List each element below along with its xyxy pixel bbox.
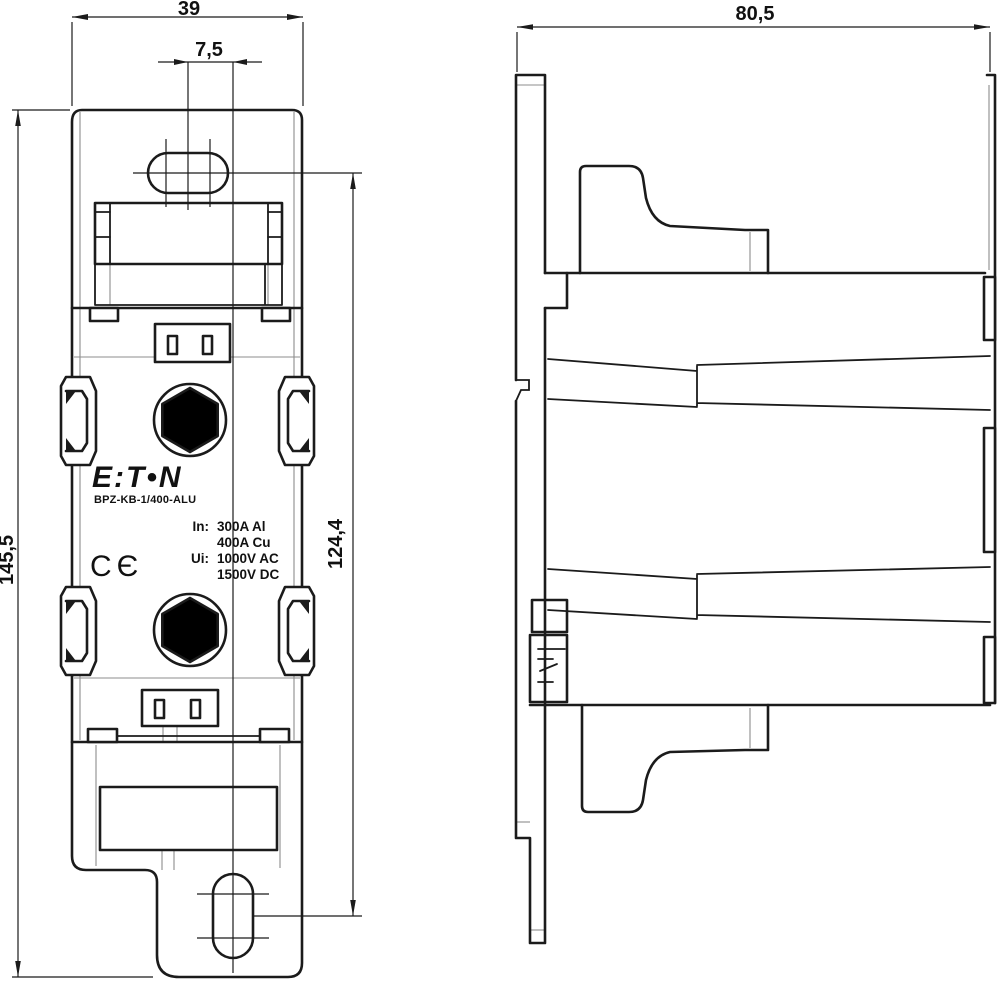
dim-line-depth	[516, 26, 991, 72]
clip-wedge-ul-1	[66, 391, 76, 404]
front-foot-top-left	[88, 306, 120, 323]
front-hex-bolt-upper-circle	[152, 382, 228, 458]
side-rib-upper	[982, 275, 997, 342]
side-din-hook-notch	[515, 379, 530, 402]
model-number-text: BPZ-KB-1/400-ALU	[94, 494, 196, 506]
side-mounting-plate	[514, 73, 547, 945]
dim-overall-height-label: 145,5	[0, 535, 18, 585]
clip-wedge-ur-1	[299, 391, 309, 404]
ce-mark-text: CЄ	[90, 550, 143, 583]
rating-ui-label: Ui:	[191, 551, 209, 566]
dim-line-front-width	[71, 16, 304, 106]
front-foot-bottom-left	[86, 727, 119, 744]
arrow-width-left	[72, 14, 88, 20]
clip-wedge-lr-2	[299, 648, 309, 661]
rating-in-label: In:	[193, 519, 210, 534]
front-terminal-slot-top-2	[201, 334, 214, 356]
front-clip-upper-left-inner	[64, 389, 89, 453]
clip-wedge-ul-2	[66, 438, 76, 451]
rating-in-value-1: 300A Al	[217, 519, 266, 534]
arrow-height-top	[15, 110, 21, 126]
side-plate-step-block	[543, 271, 569, 310]
side-right-wall	[985, 73, 997, 705]
front-view	[59, 108, 316, 979]
clip-wedge-lr-1	[299, 601, 309, 614]
side-din-spring-block	[528, 633, 569, 704]
front-clip-lower-right-inner	[286, 599, 311, 663]
medium-detail-lines	[61, 202, 991, 737]
front-terminal-slot-bottom-1	[153, 698, 166, 720]
front-hex-bolt-lower-hex	[161, 596, 219, 664]
clip-wedge-ll-2	[66, 648, 76, 661]
arrow-depth-left	[517, 24, 533, 30]
drawing-text: 39 7,5 145,5 124,4 80,5 E:T•N BPZ-KB-1/4…	[0, 0, 774, 585]
rating-in-value-2: 400A Cu	[217, 535, 271, 550]
side-din-clip-block	[530, 598, 569, 634]
side-bottom-clamp-profile	[580, 703, 770, 814]
rating-ui-value-1: 1000V AC	[217, 551, 279, 566]
dim-slot-offset-label: 7,5	[195, 39, 223, 61]
front-hex-bolt-lower-circle	[152, 592, 228, 668]
front-clip-lower-left-inner	[64, 599, 89, 663]
front-clamp-band-bottom	[94, 263, 283, 306]
arrow-depth-right	[974, 24, 990, 30]
front-fuse-clamp-top	[93, 201, 284, 266]
arrow-offset-left	[174, 59, 188, 65]
front-foot-top-right	[260, 306, 292, 323]
front-hex-bolt-upper-hex	[161, 386, 219, 454]
arrow-distance-top	[350, 173, 356, 189]
side-band2-lines	[547, 566, 991, 623]
arrow-width-right	[287, 14, 303, 20]
side-view	[514, 73, 997, 945]
clip-wedge-ll-1	[66, 601, 76, 614]
brand-logo-text: E:T•N	[92, 461, 183, 494]
dim-front-width-label: 39	[178, 0, 200, 20]
arrow-height-bottom	[15, 961, 21, 977]
side-band1-lines	[547, 355, 991, 411]
front-body-outline	[70, 108, 304, 979]
front-terminal-slot-top-1	[166, 334, 179, 356]
dimension-arrowheads	[15, 14, 990, 977]
rating-ui-value-2: 1500V DC	[217, 567, 280, 582]
side-top-clamp-profile	[578, 164, 770, 275]
front-foot-bottom-right	[258, 727, 291, 744]
front-clip-upper-right-inner	[286, 389, 311, 453]
front-botclamp-opening	[98, 785, 279, 852]
front-terminal-slot-bottom-2	[189, 698, 202, 720]
dimension-and-center-lines	[12, 16, 991, 978]
dim-line-overall-height	[12, 109, 153, 978]
side-rib-lower	[982, 635, 997, 705]
front-terminal-plate-bottom	[140, 688, 220, 728]
arrow-distance-bottom	[350, 900, 356, 916]
side-din-spring-detail	[537, 648, 566, 683]
clip-wedge-ur-2	[299, 438, 309, 451]
dim-depth-label: 80,5	[736, 3, 775, 25]
centerline-bottom-slot-arc-ticks	[197, 893, 269, 939]
dim-slot-distance-label: 124,4	[325, 518, 347, 569]
side-rib-middle	[982, 426, 997, 554]
light-seam-lines	[74, 84, 990, 931]
arrow-offset-right	[233, 59, 247, 65]
front-terminal-plate-top	[153, 322, 232, 364]
